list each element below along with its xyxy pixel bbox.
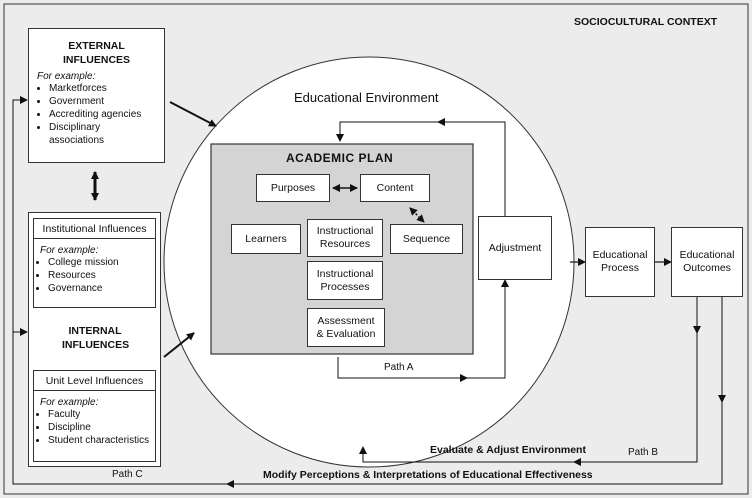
learners-box: Learners — [231, 224, 301, 254]
assessment-box: Assessment & Evaluation — [307, 308, 385, 347]
unit-title: Unit Level Influences — [34, 375, 155, 391]
path-a-label: Path A — [384, 362, 414, 373]
adjustment-feedback-path — [336, 121, 506, 216]
path-c-line — [12, 96, 723, 485]
external-item: associations — [49, 135, 105, 146]
internal-title-1: INTERNAL — [68, 325, 122, 337]
institutional-influences-box: Institutional Influences For example: Co… — [33, 218, 156, 308]
external-item: Marketforces — [49, 82, 164, 95]
purposes-box: Purposes — [256, 174, 330, 202]
outcomes-line2: Outcomes — [683, 262, 731, 274]
educational-process-box: Educational Process — [585, 227, 655, 297]
process-line1: Educational — [592, 249, 648, 261]
instructional-processes-box: Instructional Processes — [307, 261, 383, 300]
external-title-2: INFLUENCES — [62, 54, 131, 66]
content-sequence-arrow — [409, 207, 425, 223]
unit-item: Discipline — [48, 421, 155, 434]
outcomes-line1: Educational — [679, 249, 735, 261]
unit-influences-box: Unit Level Influences For example: Facul… — [33, 370, 156, 462]
unit-item: Student characteristics — [48, 434, 155, 447]
environment-title: Educational Environment — [294, 90, 439, 105]
academic-plan-title: ACADEMIC PLAN — [286, 151, 394, 165]
institutional-title: Institutional Influences — [34, 223, 155, 239]
institutional-item: College mission — [48, 256, 155, 269]
external-item: Accrediting agencies — [49, 108, 164, 121]
path-b-label: Path B — [628, 447, 659, 458]
external-item: Disciplinary — [49, 121, 164, 134]
institutional-item: Resources — [48, 269, 155, 282]
assessment-line1: Assessment — [317, 314, 375, 327]
internal-title: INTERNAL INFLUENCES — [62, 324, 130, 352]
external-influences-box: EXTERNAL INFLUENCES For example: Marketf… — [28, 28, 165, 163]
process-line2: Process — [601, 262, 639, 274]
adjustment-box: Adjustment — [478, 216, 552, 280]
instructional-processes-line1: Instructional — [316, 267, 374, 280]
context-title: SOCIOCULTURAL CONTEXT — [574, 16, 718, 28]
assessment-line2: & Evaluation — [316, 327, 376, 340]
sequence-box: Sequence — [390, 224, 463, 254]
instructional-resources-line2: Resources — [319, 238, 371, 250]
instructional-resources-box: Instructional Resources — [307, 219, 383, 257]
modify-label: Modify Perceptions & Interpretations of … — [263, 469, 593, 481]
institutional-example-label: For example: — [40, 245, 99, 256]
external-to-environment-arrow — [169, 101, 217, 127]
path-c-label: Path C — [112, 469, 143, 480]
instructional-processes-line2: Processes — [320, 280, 370, 293]
external-example-label: For example: — [37, 71, 96, 82]
institutional-item: Governance — [48, 282, 155, 295]
path-b-line — [359, 297, 698, 463]
unit-example-label: For example: — [40, 397, 99, 408]
educational-outcomes-box: Educational Outcomes — [671, 227, 743, 297]
unit-item: Faculty — [48, 408, 155, 421]
internal-to-plan-arrow — [163, 332, 195, 358]
external-title-1: EXTERNAL — [68, 40, 125, 52]
evaluate-label: Evaluate & Adjust Environment — [430, 444, 586, 456]
content-box: Content — [360, 174, 430, 202]
internal-title-2: INFLUENCES — [62, 339, 130, 351]
external-item: Government — [49, 95, 164, 108]
instructional-resources-line1: Instructional — [316, 225, 374, 237]
